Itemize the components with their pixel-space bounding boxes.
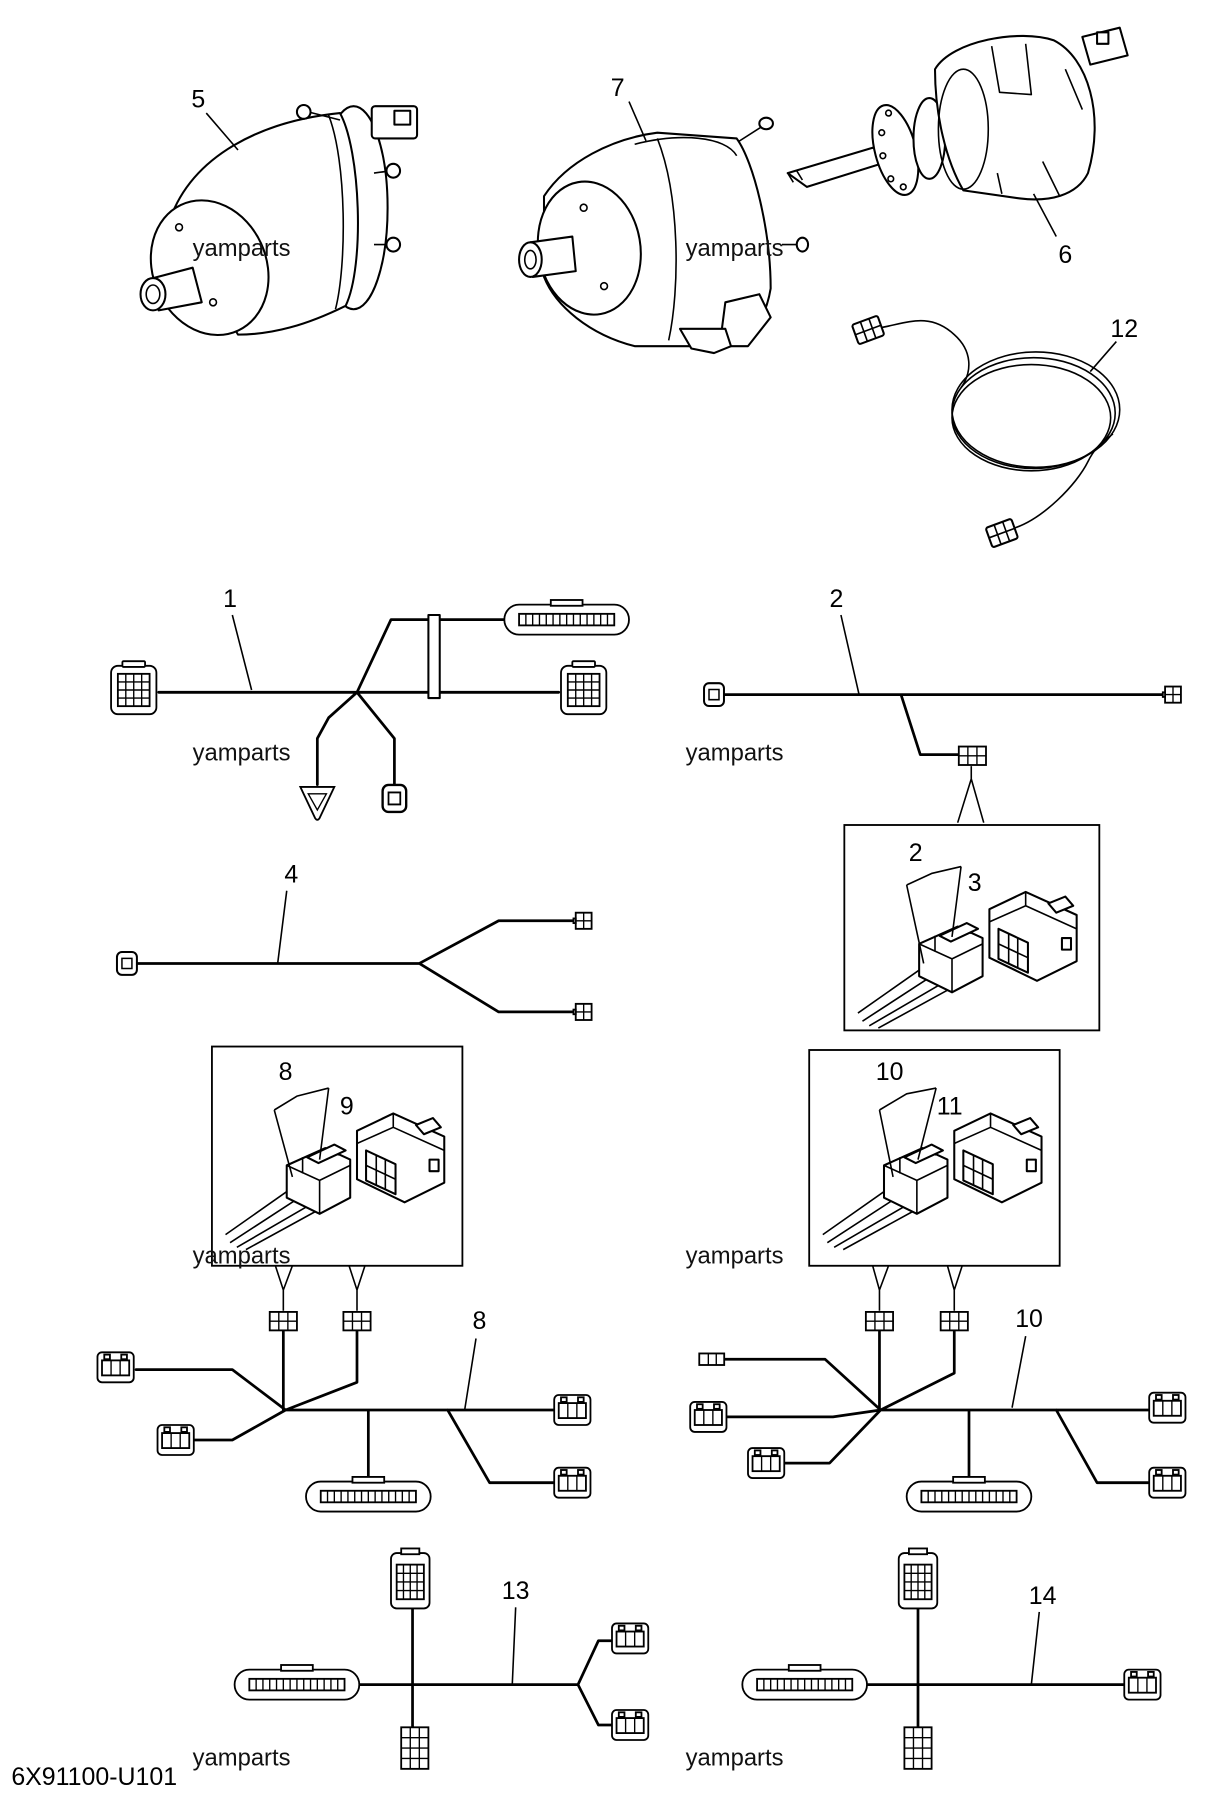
callout-10-inset: 10 (876, 1058, 904, 1086)
callout-5: 5 (191, 85, 205, 113)
part-2-harness (703, 682, 1182, 823)
callout-9: 9 (340, 1092, 354, 1120)
watermark-text: yamparts (193, 1744, 291, 1771)
part-6-unit (786, 26, 1129, 201)
callout-13: 13 (502, 1577, 530, 1605)
watermark-text: yamparts (686, 1242, 784, 1269)
callout-7: 7 (611, 74, 625, 102)
callout-8-inset: 8 (279, 1058, 293, 1086)
callout-14: 14 (1029, 1582, 1057, 1610)
part-1-harness (110, 599, 630, 821)
watermark-text: yamparts (193, 1242, 291, 1269)
callout-labels: 5 7 6 12 1 2 4 2 3 8 9 10 11 8 10 13 14 (191, 74, 1138, 1610)
inset-8-9 (211, 1045, 464, 1267)
callout-10: 10 (1015, 1305, 1043, 1333)
callout-11: 11 (937, 1092, 963, 1120)
cable-connector-b (985, 518, 1019, 548)
part-10-harness (689, 1265, 1187, 1513)
inset-2-3 (843, 824, 1101, 1032)
watermark-text: yamparts (686, 235, 784, 262)
part-13-harness (233, 1547, 650, 1770)
callout-6: 6 (1058, 241, 1072, 269)
part-7-motor (518, 116, 810, 355)
callout-4: 4 (284, 860, 298, 888)
callout-2-inset: 2 (909, 839, 923, 867)
cable-connector-a (851, 315, 885, 345)
part-8-harness (96, 1265, 592, 1513)
callout-3: 3 (968, 869, 982, 897)
callout-1: 1 (223, 585, 237, 613)
part-12-cable (851, 315, 1121, 548)
watermarks: yamparts yamparts yamparts yamparts yamp… (193, 235, 784, 1771)
diagram-code: 6X91100-U101 (11, 1763, 177, 1791)
leader-lines (205, 101, 1117, 1685)
part-5-motor (139, 103, 419, 337)
callout-8: 8 (472, 1307, 486, 1335)
part-4-harness (115, 911, 593, 1021)
inset-10-11 (808, 1049, 1061, 1267)
callout-12: 12 (1110, 315, 1138, 343)
watermark-text: yamparts (686, 739, 784, 766)
callout-2: 2 (829, 585, 843, 613)
watermark-text: yamparts (193, 235, 291, 262)
watermark-text: yamparts (193, 739, 291, 766)
part-14-harness (741, 1547, 1162, 1770)
watermark-text: yamparts (686, 1744, 784, 1771)
